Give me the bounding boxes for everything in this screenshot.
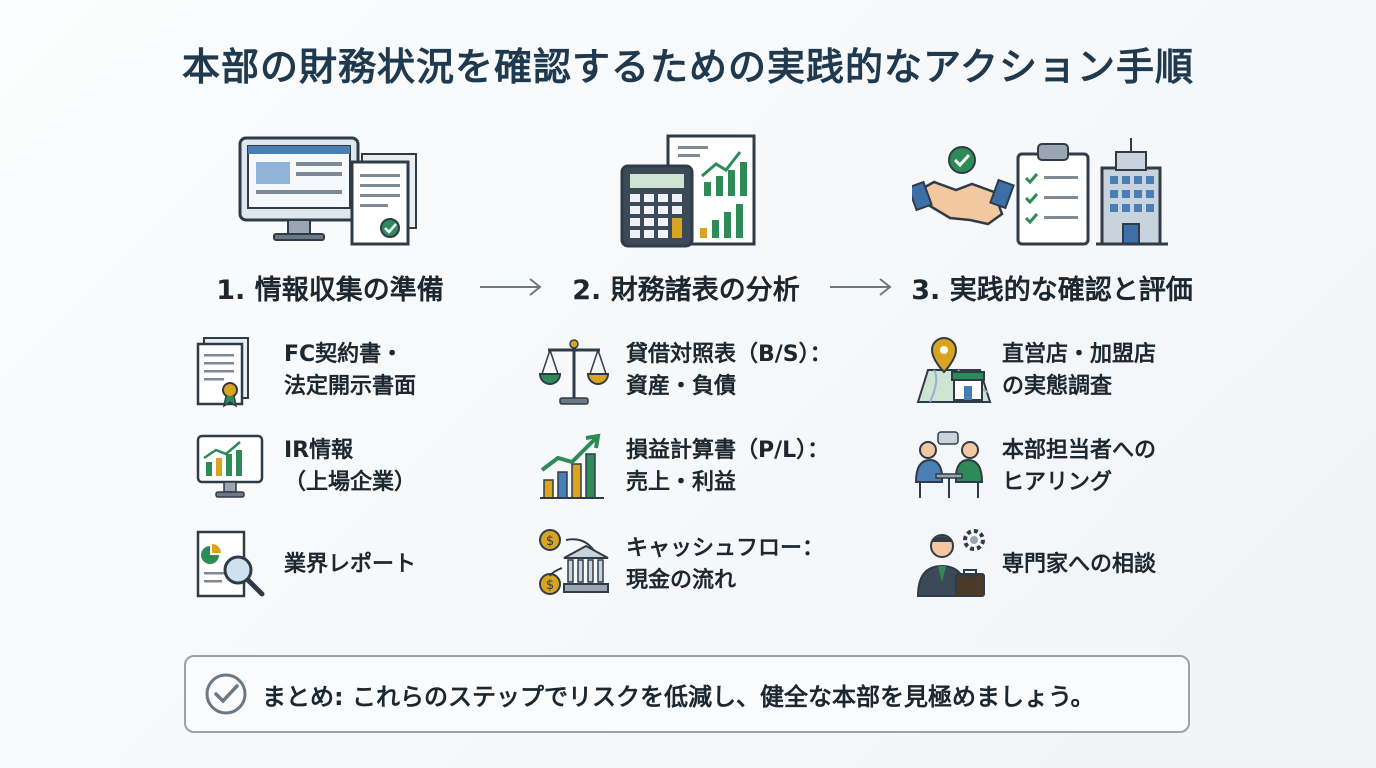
- summary-box: まとめ: これらのステップでリスクを低減し、健全な本部を見極めましょう。: [184, 655, 1190, 733]
- summary-text: まとめ: これらのステップでリスクを低減し、健全な本部を見極めましょう。: [262, 682, 1095, 711]
- page-title: 本部の財務状況を確認するための実践的なアクション手順: [181, 45, 1195, 89]
- calculator-charts-icon: [620, 134, 756, 248]
- map-store-icon: [916, 336, 992, 403]
- item-hearing: 本部担当者への ヒアリング: [912, 430, 1156, 504]
- step-label-3: 3. 実践的な確認と評価: [911, 275, 1193, 306]
- item-store-survey: 直営店・加盟店 の実態調査: [912, 334, 1156, 408]
- item-expert-consultation: 専門家への相談: [912, 528, 1156, 602]
- balance-scale-icon: [538, 339, 610, 405]
- item-industry-report: 業界レポート: [194, 528, 416, 602]
- item-text: 本部担当者への ヒアリング: [1002, 438, 1157, 495]
- report-magnifier-icon: [196, 530, 265, 598]
- monitor-chart-icon: [196, 434, 264, 498]
- svg-text:$: $: [546, 534, 554, 549]
- computer-documents-icon: [238, 136, 417, 246]
- arrow-right-icon: [480, 278, 542, 296]
- item-contract-documents: FC契約書・ 法定開示書面: [194, 334, 416, 408]
- arrow-right-icon: [830, 278, 892, 296]
- item-text: 直営店・加盟店 の実態調査: [1002, 342, 1157, 399]
- item-text: 損益計算書（P/L）： 売上・利益: [626, 438, 830, 495]
- step-label-1: 1. 情報収集の準備: [216, 275, 444, 306]
- contract-documents-icon: [196, 337, 249, 408]
- handshake-checklist-building-icon: [912, 138, 1168, 246]
- svg-text:$: $: [546, 578, 554, 593]
- item-text: FC契約書・ 法定開示書面: [284, 342, 417, 399]
- meeting-icon: [914, 431, 984, 498]
- item-income-statement: 損益計算書（P/L）： 売上・利益: [536, 430, 829, 504]
- item-text: 業界レポート: [284, 552, 417, 577]
- item-text: 専門家への相談: [1002, 552, 1157, 577]
- consultant-icon: [916, 529, 985, 597]
- item-balance-sheet: 貸借対照表（B/S）： 資産・負債: [536, 334, 832, 408]
- item-text: IR情報 （上場企業）: [284, 438, 417, 495]
- item-ir-info: IR情報 （上場企業）: [194, 430, 416, 504]
- item-text: 貸借対照表（B/S）： 資産・負債: [626, 342, 832, 399]
- cash-flow-bank-icon: $ $: [539, 529, 609, 595]
- growth-bar-chart-icon: [540, 433, 604, 499]
- check-circle-icon: [205, 673, 247, 715]
- step-label-2: 2. 財務諸表の分析: [572, 275, 800, 306]
- item-text: キャッシュフロー： 現金の流れ: [626, 536, 825, 593]
- item-cash-flow: $ $ キャッシュフロー： 現金の流れ: [536, 528, 824, 602]
